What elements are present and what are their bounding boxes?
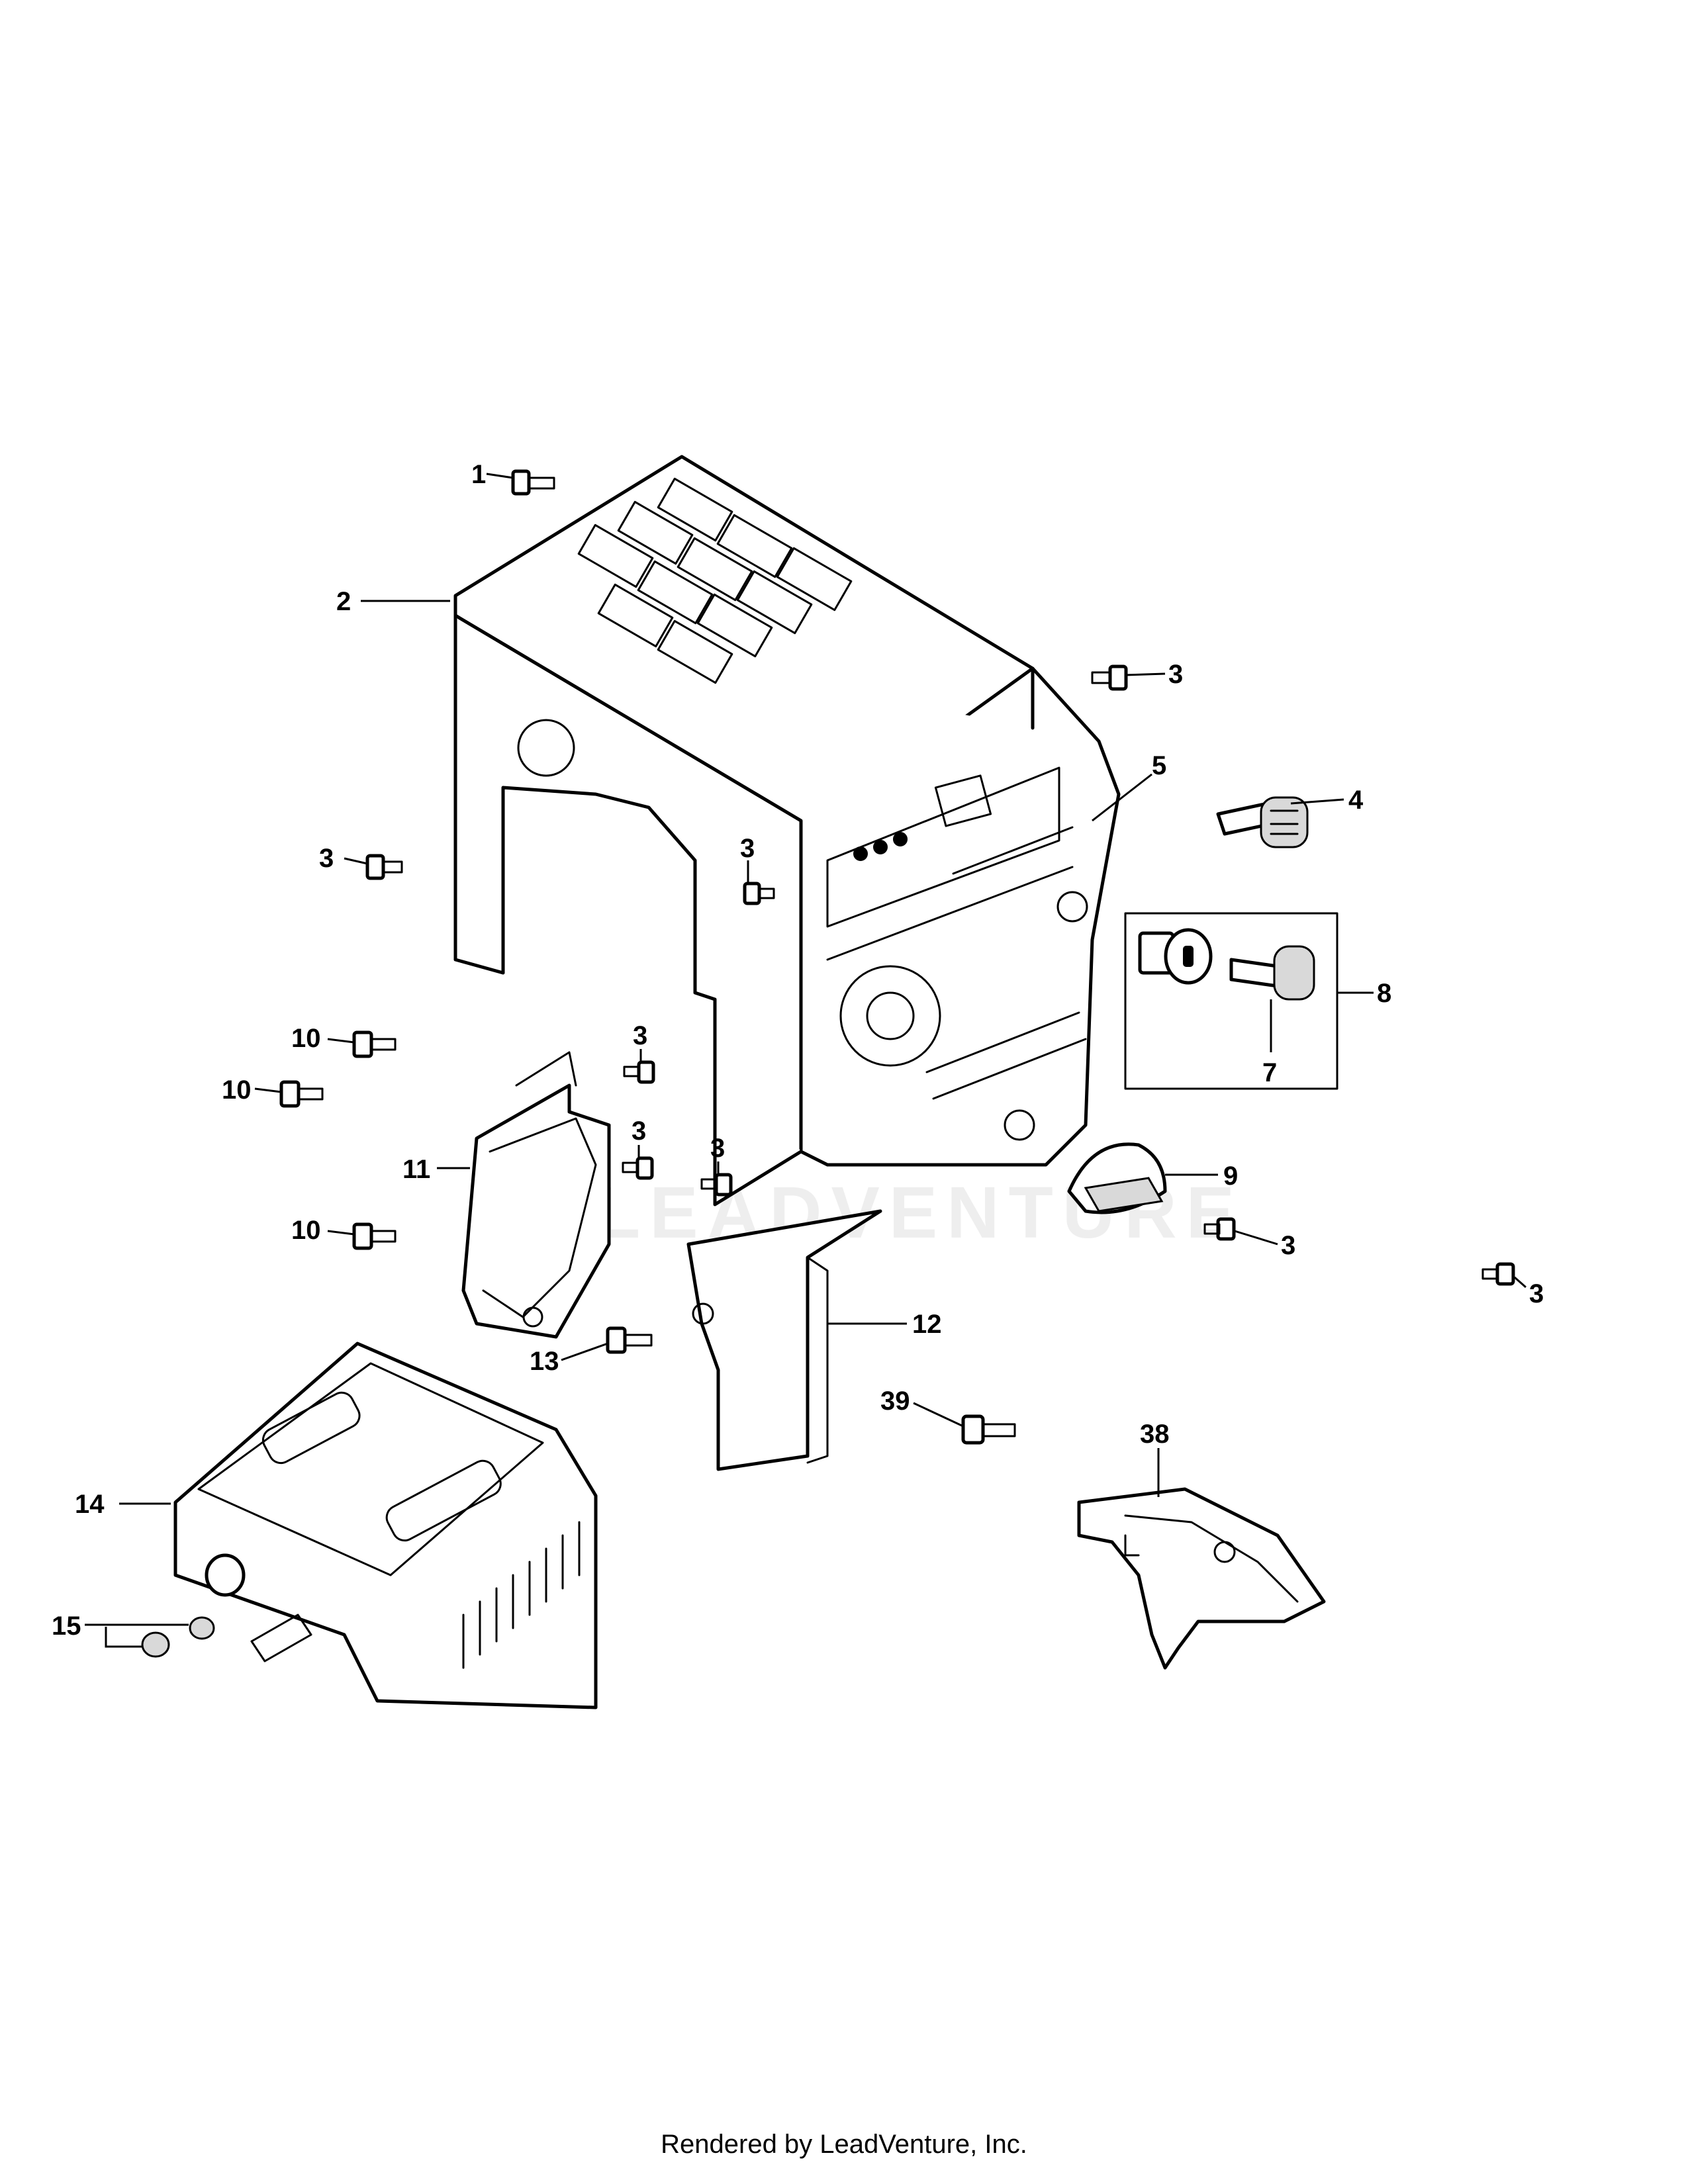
callouts: 1 2 3 3 3 3 3 3 3 3 4 5 7 8 9 10 10 10 1…	[52, 460, 1544, 1641]
callout-13: 13	[530, 1347, 559, 1376]
callout-1: 1	[471, 460, 486, 489]
leader-lines	[85, 473, 1526, 1648]
bolt-parts	[279, 469, 1515, 1445]
callout-9: 9	[1223, 1161, 1238, 1191]
callout-5: 5	[1152, 751, 1166, 780]
callout-4: 4	[1348, 786, 1364, 815]
callout-14: 14	[75, 1490, 105, 1519]
callout-12: 12	[912, 1310, 942, 1339]
callout-7: 7	[1262, 1058, 1277, 1087]
lower-bracket-part	[1077, 1487, 1326, 1670]
engine-shroud-part	[453, 455, 1121, 1206]
cap-part	[1067, 1142, 1167, 1214]
callout-15: 15	[52, 1612, 81, 1641]
callout-3: 3	[1168, 660, 1183, 689]
callout-39: 39	[880, 1387, 910, 1416]
ignition-switch-kit	[1124, 912, 1338, 1090]
muffler-part	[173, 1342, 598, 1709]
callout-11: 11	[402, 1155, 430, 1184]
callout-3: 3	[632, 1116, 646, 1146]
callout-2: 2	[336, 587, 351, 616]
knob-part	[1216, 796, 1309, 848]
callout-3: 3	[710, 1134, 725, 1163]
callout-8: 8	[1377, 979, 1391, 1008]
callout-10: 10	[222, 1075, 252, 1105]
footer-credit: Rendered by LeadVenture, Inc.	[661, 2130, 1027, 2159]
callout-3: 3	[319, 844, 334, 873]
callout-10: 10	[291, 1216, 321, 1245]
callout-3: 3	[1281, 1231, 1295, 1260]
baffle-part	[461, 1051, 611, 1339]
callout-3: 3	[633, 1021, 647, 1050]
bracket-part	[686, 1209, 882, 1471]
callout-3: 3	[1529, 1279, 1544, 1308]
callout-38: 38	[1140, 1420, 1170, 1449]
cap-parts	[141, 1616, 215, 1658]
callout-3: 3	[740, 834, 755, 863]
callout-10: 10	[291, 1024, 321, 1053]
